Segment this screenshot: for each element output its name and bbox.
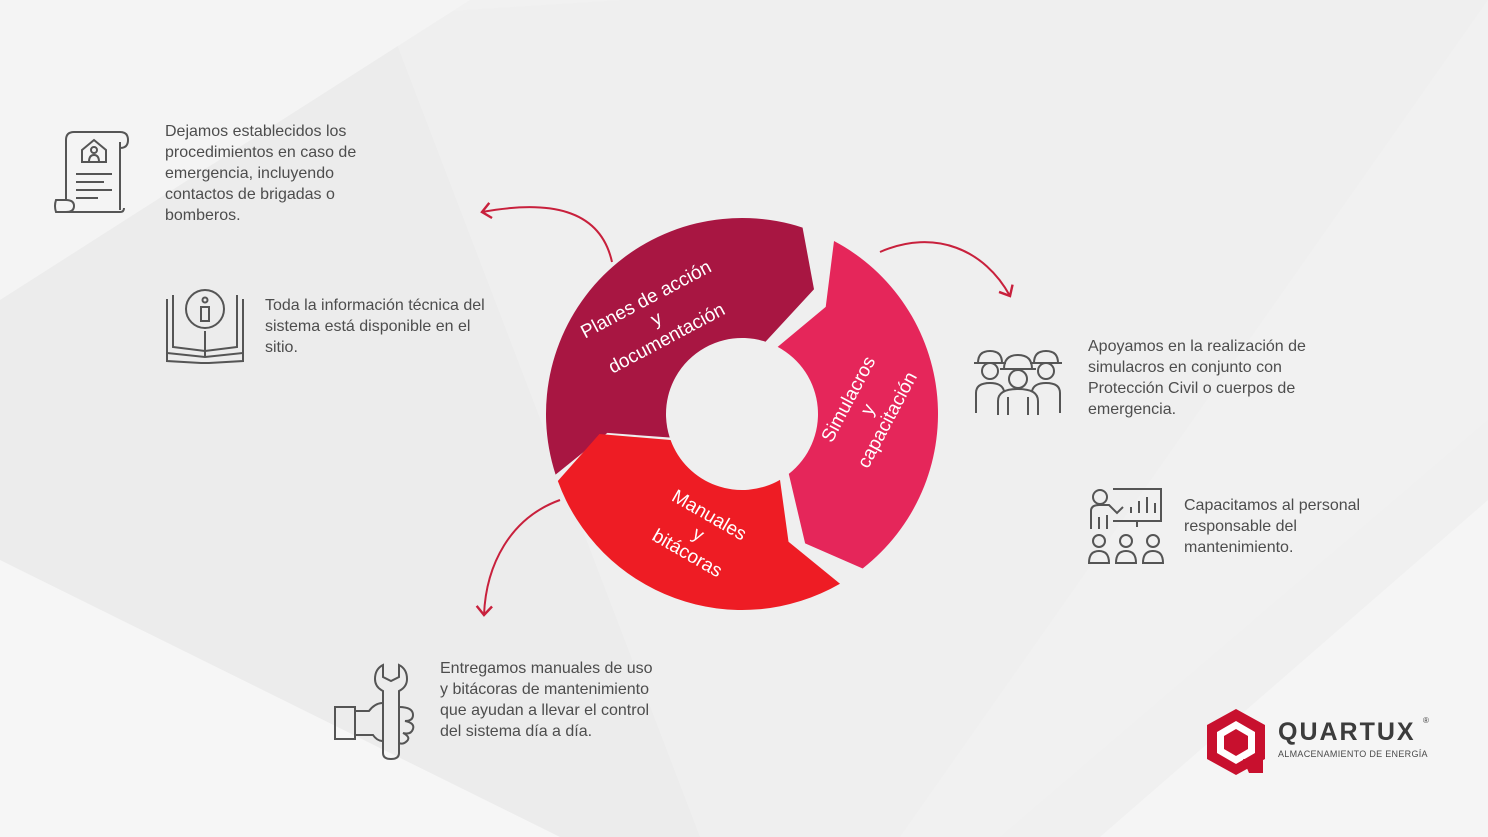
connector-arrows	[475, 202, 1014, 617]
brand-tagline: ALMACENAMIENTO DE ENERGÍA	[1278, 749, 1428, 759]
arrow-to-drills	[879, 241, 1014, 298]
quartux-logo-icon	[1207, 709, 1265, 775]
house-document-icon	[54, 131, 130, 213]
presentation-audience-icon	[1087, 488, 1165, 564]
hand-wrench-icon	[334, 663, 415, 761]
cycle-segments	[545, 218, 938, 610]
info-book-icon	[166, 289, 244, 364]
training-text: Capacitamos al personal responsable del …	[1184, 497, 1361, 556]
arrow-to-manuals	[475, 499, 561, 617]
tech-info-text: Toda la información técnica del sistema …	[265, 297, 485, 356]
arrow-to-procedures	[480, 202, 613, 263]
brand-name: QUARTUX	[1278, 718, 1416, 746]
workers-group-icon	[974, 349, 1062, 415]
segment-planes	[545, 218, 814, 475]
procedures-text: Dejamos establecidos los procedimientos …	[165, 123, 357, 224]
segment-simulacros	[777, 240, 938, 569]
segment-manuales	[557, 434, 840, 610]
brand-registered-mark: ®	[1423, 716, 1429, 725]
drills-text: Apoyamos en la realización de simulacros…	[1088, 338, 1306, 418]
manuals-text: Entregamos manuales de uso y bitácoras d…	[440, 660, 653, 740]
